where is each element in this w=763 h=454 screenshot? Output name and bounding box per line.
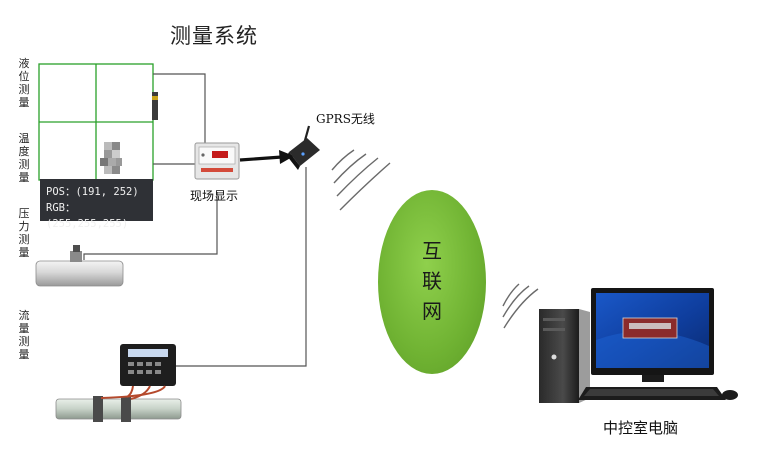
control-room-computer-label: 中控室电脑 bbox=[603, 419, 679, 437]
level-measurement-label: 液位测量 bbox=[18, 57, 30, 109]
connection-lines bbox=[83, 73, 307, 367]
flow-measurement-label: 流量测量 bbox=[18, 309, 30, 361]
flow-meter-icon bbox=[55, 344, 182, 422]
gprs-wireless-waves-icon bbox=[331, 149, 391, 211]
field-display-label: 现场显示 bbox=[190, 189, 239, 203]
pressure-measurement-label: 压力测量 bbox=[18, 207, 30, 259]
data-arrow bbox=[239, 155, 283, 162]
keyboard-icon bbox=[578, 387, 726, 400]
mouse-icon bbox=[722, 390, 738, 400]
internet-label: 互 联 网 bbox=[422, 239, 442, 323]
field-display-icon bbox=[194, 142, 240, 180]
cursor-rgb-readout: RGB：(255,255,255) bbox=[46, 202, 129, 230]
gprs-wireless-label: GPRS无线 bbox=[316, 112, 375, 126]
temperature-measurement-label: 温度测量 bbox=[18, 132, 30, 184]
level-sensor-icon bbox=[152, 92, 158, 120]
cursor-position-readout: POS：(191, 252) bbox=[46, 186, 139, 198]
computer-tower-icon bbox=[539, 309, 590, 403]
cursor-info-tooltip: POS：(191, 252) RGB：(255,255,255) bbox=[40, 179, 153, 230]
selection-grid bbox=[38, 63, 154, 181]
gprs-modem-icon bbox=[287, 125, 320, 170]
computer-wireless-waves-icon bbox=[502, 283, 539, 329]
temperature-sensor-icon bbox=[100, 142, 122, 174]
computer-monitor-icon bbox=[591, 288, 714, 382]
diagram-title: 测量系统 bbox=[170, 24, 258, 48]
pressure-sensor-pipe-icon bbox=[35, 245, 124, 287]
internet-ellipse bbox=[378, 190, 486, 374]
